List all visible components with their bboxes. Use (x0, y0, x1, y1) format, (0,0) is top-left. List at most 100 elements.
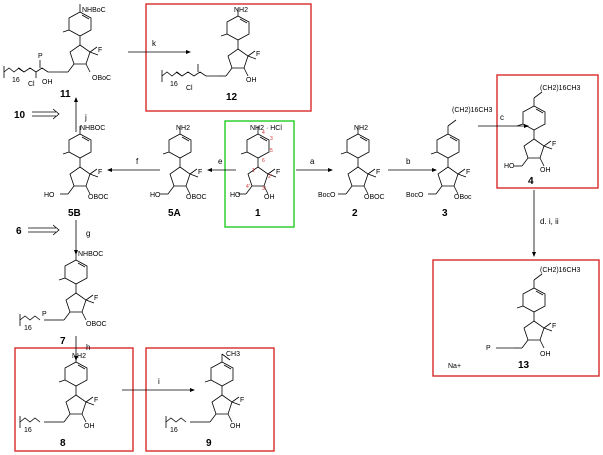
c11-cl-label: Cl (28, 81, 35, 88)
c4-oh-label: OH (540, 167, 551, 174)
compound-5A-label: 5A (168, 208, 181, 219)
compound-1-label: 1 (255, 208, 261, 219)
c7-p-label: P (42, 311, 47, 318)
ring-number-4p: 4' (246, 184, 250, 190)
box-compound-1 (224, 120, 295, 228)
c12-nh2-label: NH2 (234, 7, 248, 14)
ring-number-5: 5 (270, 148, 273, 154)
ring-number-6: 6 (262, 158, 265, 164)
reagent-e-label: e (218, 157, 223, 166)
compound-10-label: 10 (14, 110, 26, 121)
reagent-k-label: k (152, 39, 157, 48)
c4-f-label: F (552, 141, 556, 148)
compound-7-label: 7 (60, 336, 66, 347)
c11-f-label: F (98, 47, 102, 54)
reagent-b-label: b (406, 157, 411, 166)
c2-nh2-label: NH2 (354, 125, 368, 132)
compound-5A-structure (159, 125, 199, 195)
c1-ho-label: HO (230, 192, 241, 199)
compound-9-label: 9 (206, 438, 212, 449)
compound-6-label: 6 (16, 226, 22, 237)
c5a-nh2-label: NH2 (176, 125, 190, 132)
c2-oboc-label: OBOC (364, 194, 385, 201)
compound-8-structure (19, 353, 95, 429)
c4-ho-label: HO (504, 163, 515, 170)
c11-nhboc-label: NHBoC (82, 7, 106, 14)
compound-7-structure (19, 251, 95, 327)
c9-oh-label: OH (230, 423, 241, 430)
reagent-c-label: c (500, 113, 504, 122)
c13-na-label: Na+ (448, 363, 461, 370)
compound-2-label: 2 (352, 208, 358, 219)
box-compound-13 (432, 259, 600, 377)
box-compound-4 (496, 74, 599, 189)
c1-oh-label: OH (264, 194, 275, 201)
c12-oh-label: OH (246, 77, 257, 84)
box-compound-12 (145, 3, 312, 112)
reagent-j-label: j (84, 113, 87, 122)
ring-number-2p: 2' (268, 174, 272, 180)
c5a-ho-label: HO (150, 192, 161, 199)
compound-3-structure (427, 119, 467, 195)
c7-f-label: F (94, 295, 98, 302)
c7-oboc-label: OBOC (86, 321, 107, 328)
c9-f-label: F (240, 397, 244, 404)
c12-cl-label: Cl (186, 85, 193, 92)
c5b-oboc-label: OBOC (88, 194, 109, 201)
compound-8-label: 8 (60, 438, 66, 449)
compound-12-label: 12 (226, 92, 238, 103)
ring-number-3p: 3' (262, 186, 266, 192)
compound-5B-structure (59, 125, 99, 195)
c11-p-label: P (38, 53, 43, 60)
c5b-nhboc-label: NHBOC (80, 125, 105, 132)
c3-acyl-label: (CH2)16CH3 (452, 107, 493, 114)
c13-f-label: F (552, 323, 556, 330)
c4-acyl-label: (CH2)16CH3 (540, 85, 581, 92)
c8-oh-label: OH (84, 423, 95, 430)
c12-sub16-label: 16 (170, 81, 178, 88)
reagent-d-label: d. i, ii (540, 217, 559, 226)
reagent-f-label: f (136, 157, 139, 166)
c1-nh2-hcl-label: NH2 · HCl (250, 125, 282, 132)
c5b-f-label: F (98, 169, 102, 176)
compound-11-structure (3, 3, 99, 79)
compound-13-structure (496, 273, 553, 349)
c13-oh-label: OH (540, 351, 551, 358)
c11-oboc-label: OBoC (92, 75, 111, 82)
compound-3-label: 3 (442, 208, 448, 219)
compound-5B-label: 5B (68, 208, 81, 219)
c9-ch3-label: CH3 (226, 351, 240, 358)
c11-oh-label: OH (42, 79, 53, 86)
c9-sub16-label: 16 (170, 427, 178, 434)
c2-f-label: F (376, 169, 380, 176)
reagent-i-label: i (158, 377, 160, 386)
c13-acyl-label: (CH2)16CH3 (540, 267, 581, 274)
c5a-f-label: F (198, 169, 202, 176)
c7-nhboc-label: NHBOC (78, 251, 103, 258)
c3-f-label: F (466, 169, 470, 176)
compound-4-structure (513, 91, 553, 167)
compound-9-structure (165, 353, 241, 429)
ring-number-1p: 1' (252, 168, 256, 174)
c7-sub16-label: 16 (24, 325, 32, 332)
reagent-g-label: g (86, 229, 90, 238)
ring-number-4: 4 (262, 130, 265, 136)
ring-number-3: 3 (270, 136, 273, 142)
c3-oboc-label: OBoc (454, 194, 472, 201)
c12-f-label: F (256, 51, 260, 58)
c8-f-label: F (94, 397, 98, 404)
c13-p-label: P (486, 345, 491, 352)
box-compound-9 (145, 347, 275, 452)
c11-sub16-label: 16 (12, 77, 20, 84)
c5b-ho-label: HO (44, 192, 55, 199)
compound-2-structure (337, 125, 377, 195)
compound-13-label: 13 (518, 360, 530, 371)
compound-4-label: 4 (528, 176, 534, 187)
c1-f-label: F (276, 169, 280, 176)
c8-sub16-label: 16 (24, 427, 32, 434)
compound-11-label: 11 (60, 89, 71, 100)
c2-boco-label: BocO (318, 192, 336, 199)
compound-12-structure (161, 7, 257, 83)
c8-nh2-label: NH2 (72, 353, 86, 360)
